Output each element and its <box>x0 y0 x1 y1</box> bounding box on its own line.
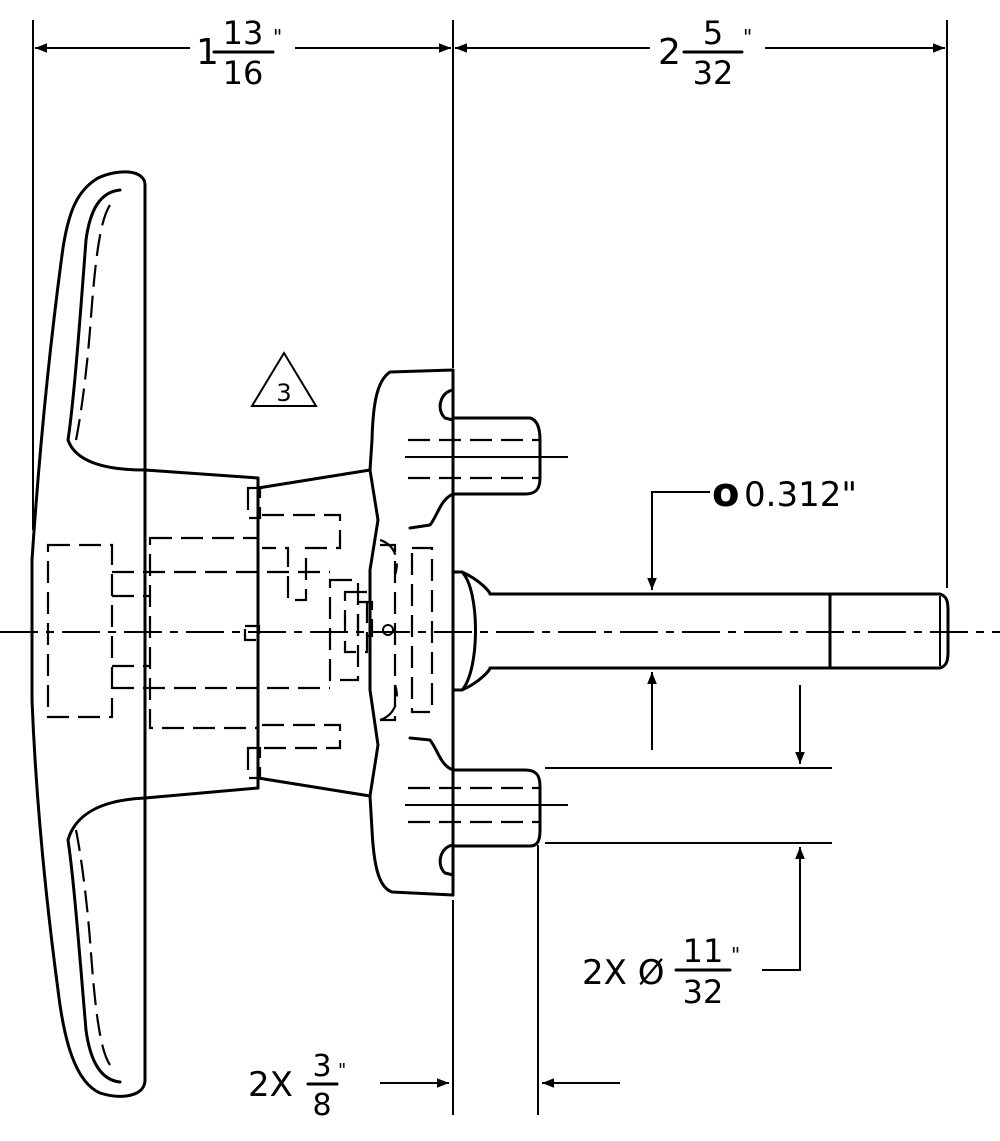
note-flag: 3 <box>250 351 318 407</box>
hole-diameter-den: 32 <box>683 973 724 1011</box>
dim-text-hole-diameter: 2X Ø 11 32 " <box>582 932 740 1011</box>
ear-width-prefix: 2X <box>248 1065 293 1105</box>
ear-width-unit: " <box>338 1060 346 1081</box>
extension-lines <box>32 20 948 1115</box>
handle-outline <box>30 170 260 1098</box>
mounting-ear-bottom <box>405 736 568 848</box>
dim-left-den: 16 <box>223 54 264 92</box>
dim-left-num: 13 <box>223 14 264 52</box>
dim-right-den: 32 <box>693 54 734 92</box>
dim-right-num: 5 <box>703 14 723 52</box>
shaft-diameter-symbol: o <box>712 470 739 516</box>
shaft <box>451 570 950 692</box>
dim-text-overall-right: 2 5 32 " <box>658 14 752 92</box>
hole-diameter-num: 11 <box>683 932 724 970</box>
mounting-ear-top <box>405 416 568 530</box>
dim-text-ear-width: 2X 3 8 " <box>248 1049 346 1123</box>
note-flag-label: 3 <box>276 379 291 407</box>
dim-left-unit: " <box>273 25 282 49</box>
dim-left-whole: 1 <box>196 32 219 73</box>
dim-text-shaft-diameter: o 0.312" <box>712 470 857 516</box>
shaft-diameter-value: 0.312" <box>744 475 857 515</box>
dim-right-unit: " <box>743 25 752 49</box>
hole-diameter-prefix: 2X Ø <box>582 953 665 993</box>
shaft-diameter-leader <box>647 491 710 750</box>
hole-diameter-unit: " <box>731 943 740 967</box>
dim-right-whole: 2 <box>658 32 681 73</box>
ear-width-den: 8 <box>312 1088 331 1123</box>
ear-width-num: 3 <box>312 1049 331 1084</box>
hole-diameter-leader <box>762 685 805 971</box>
dim-text-overall-left: 1 13 16 " <box>196 14 282 92</box>
